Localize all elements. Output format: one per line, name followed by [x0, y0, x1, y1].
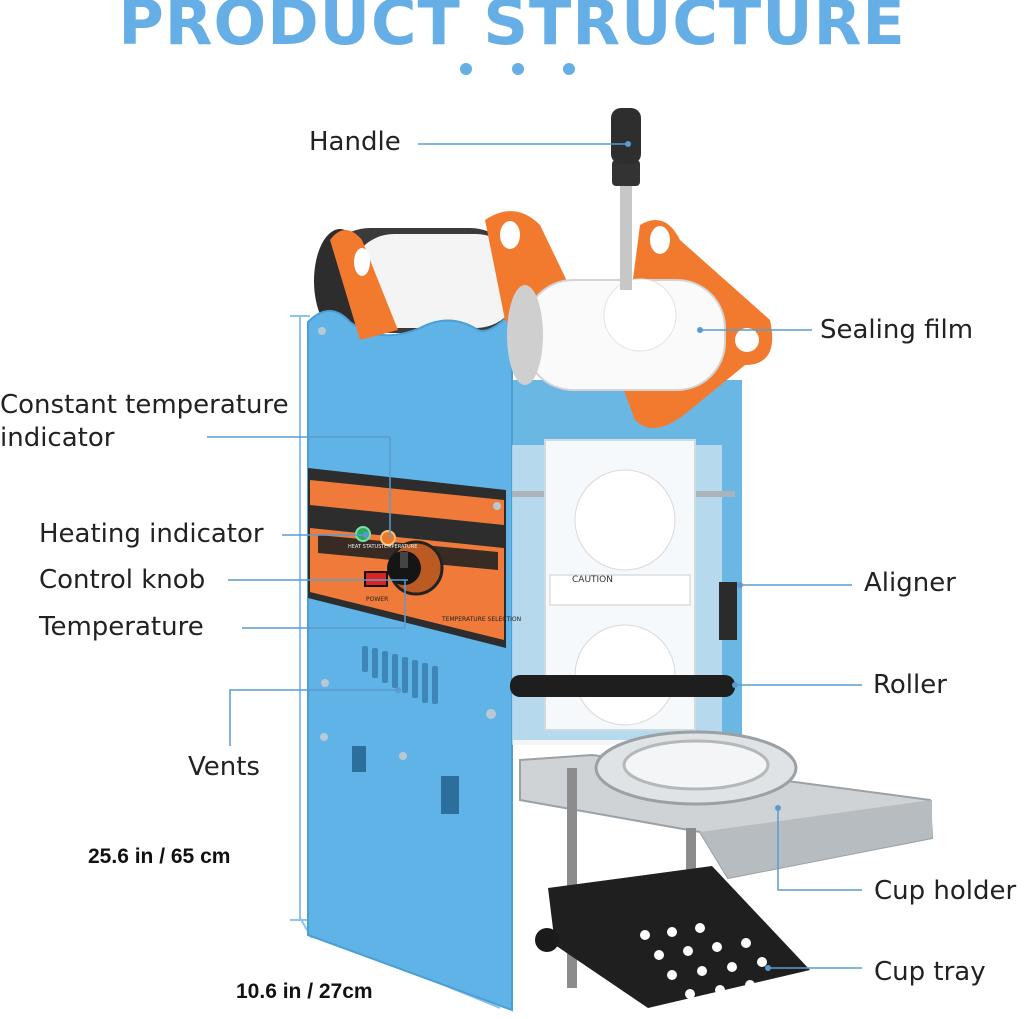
cup-tray	[548, 866, 810, 1008]
roller-bar	[510, 675, 735, 697]
dimension-width: 10.6 in / 27cm	[236, 980, 373, 1003]
label-cup-tray: Cup tray	[874, 957, 986, 987]
label-heating-indicator: Heating indicator	[39, 519, 264, 549]
label-roller: Roller	[873, 670, 947, 700]
temperature-selection-text: TEMPERATURE SELECTION	[441, 616, 521, 623]
title-dot	[563, 63, 575, 75]
label-aligner: Aligner	[864, 568, 956, 598]
constant-temperature-light	[380, 530, 396, 546]
label-cup-holder: Cup holder	[874, 876, 1017, 906]
page-title: PRODUCT STRUCTURE	[118, 0, 906, 59]
body-front-panel	[307, 309, 513, 1012]
handle-grip	[611, 108, 641, 164]
film-roll-back	[314, 228, 520, 333]
cup-tray-holes	[640, 923, 767, 999]
label-sealing-film: Sealing film	[820, 315, 974, 345]
temperature-indicator-text: TEMPERATURE	[380, 544, 417, 550]
label-constant-temperature-line2: indicator	[0, 423, 115, 453]
leader-lines	[207, 143, 862, 969]
label-vents: Vents	[188, 752, 260, 782]
power-text: POWER	[366, 596, 388, 603]
power-switch	[364, 571, 388, 587]
title-dot	[512, 63, 524, 75]
label-handle: Handle	[309, 127, 401, 157]
label-constant-temperature-line1: Constant temperature	[0, 390, 289, 420]
height-dimension-line	[290, 315, 310, 921]
vents-grille	[362, 646, 438, 704]
label-temperature: Temperature	[39, 612, 204, 642]
heat-status-text: HEAT STATUS	[348, 544, 381, 550]
label-control-knob: Control knob	[39, 565, 206, 595]
dimension-height: 25.6 in / 65 cm	[88, 845, 231, 868]
title-dot	[460, 63, 472, 75]
caution-text: CAUTION	[572, 575, 613, 585]
